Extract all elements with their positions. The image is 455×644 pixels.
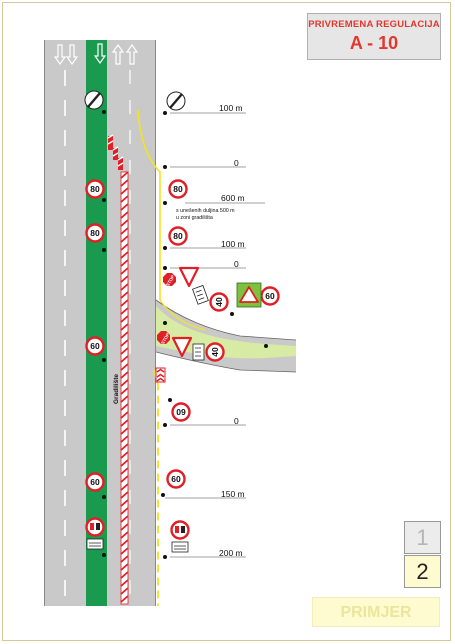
no-overtaking-icon — [170, 520, 190, 553]
svg-text:60: 60 — [176, 407, 186, 417]
supplementary-plate-icon — [192, 284, 209, 305]
speed-limit-40-icon: 40 — [205, 342, 225, 362]
speed-limit-60-icon: 60 — [171, 402, 191, 422]
page-indicator-2[interactable]: 2 — [404, 555, 441, 588]
svg-text:80: 80 — [173, 184, 183, 194]
title-block: PRIVREMENA REGULACIJA A - 10 — [307, 13, 441, 60]
sign-post-dots — [102, 110, 268, 559]
no-overtaking-icon — [85, 517, 105, 550]
svg-text:60: 60 — [90, 477, 100, 487]
svg-text:80: 80 — [90, 184, 100, 194]
yellow-line-upper — [137, 109, 161, 300]
svg-text:80: 80 — [90, 228, 100, 238]
distance-label: 0 — [234, 158, 239, 168]
speed-limit-80-icon: 80 — [85, 179, 105, 199]
speed-limit-60-icon: 60 — [85, 336, 105, 356]
distance-leaders — [165, 112, 265, 558]
svg-text:40: 40 — [214, 297, 224, 307]
yellow-line-junction — [159, 299, 206, 331]
chevron-marker-icon — [155, 367, 166, 383]
distance-label: 100 m — [219, 103, 243, 113]
distance-label: 150 m — [221, 489, 245, 499]
speed-limit-60-icon: 60 — [260, 286, 280, 306]
distance-label: 0 — [234, 259, 239, 269]
note-line-2: u zoni gradilišta — [176, 215, 213, 221]
title-line-2: A - 10 — [349, 33, 399, 53]
give-way-icon — [178, 266, 200, 288]
distance-label: 200 m — [219, 548, 243, 558]
speed-limit-40-icon: 40 — [209, 292, 229, 312]
page-indicator-1[interactable]: 1 — [404, 521, 441, 554]
svg-text:60: 60 — [90, 341, 100, 351]
speed-limit-60-icon: 60 — [85, 472, 105, 492]
drawing-frame — [2, 2, 451, 641]
supplementary-plate-icon — [192, 343, 205, 361]
title-line-1: PRIVREMENA REGULACIJA — [308, 19, 440, 30]
junction-island — [156, 306, 296, 359]
barrier-taper — [107, 134, 124, 170]
give-way-icon — [171, 336, 193, 358]
barrier-hatching — [120, 171, 129, 603]
side-road-edge-bottom — [155, 351, 297, 373]
note-line-1: s unešenih duljina 500 m — [176, 208, 235, 214]
end-of-restriction-icon — [166, 91, 186, 111]
yellow-line-lower — [153, 369, 159, 606]
warning-triangle-icon — [236, 282, 262, 308]
work-zone-label: Gradilište — [113, 374, 120, 404]
svg-text:80: 80 — [173, 231, 183, 241]
speed-limit-80-icon: 80 — [85, 223, 105, 243]
speed-limit-80-icon: 80 — [168, 226, 188, 246]
svg-text:40: 40 — [210, 347, 220, 357]
svg-text:60: 60 — [265, 291, 275, 301]
speed-limit-80-icon: 80 — [168, 179, 188, 199]
stop-sign-icon: STOP — [157, 331, 171, 345]
distance-label: 100 m — [221, 239, 245, 249]
lane-arrows — [53, 43, 139, 66]
svg-text:STOP: STOP — [160, 332, 170, 345]
svg-text:STOP: STOP — [165, 274, 175, 287]
end-of-restriction-icon — [84, 90, 104, 110]
distance-label: 0 — [234, 416, 239, 426]
primjer-watermark: PRIMJER — [312, 597, 440, 627]
svg-text:60: 60 — [171, 474, 181, 484]
distance-label: 600 m — [221, 193, 245, 203]
stop-sign-icon: STOP — [163, 273, 176, 287]
speed-limit-60-icon: 60 — [166, 469, 186, 489]
